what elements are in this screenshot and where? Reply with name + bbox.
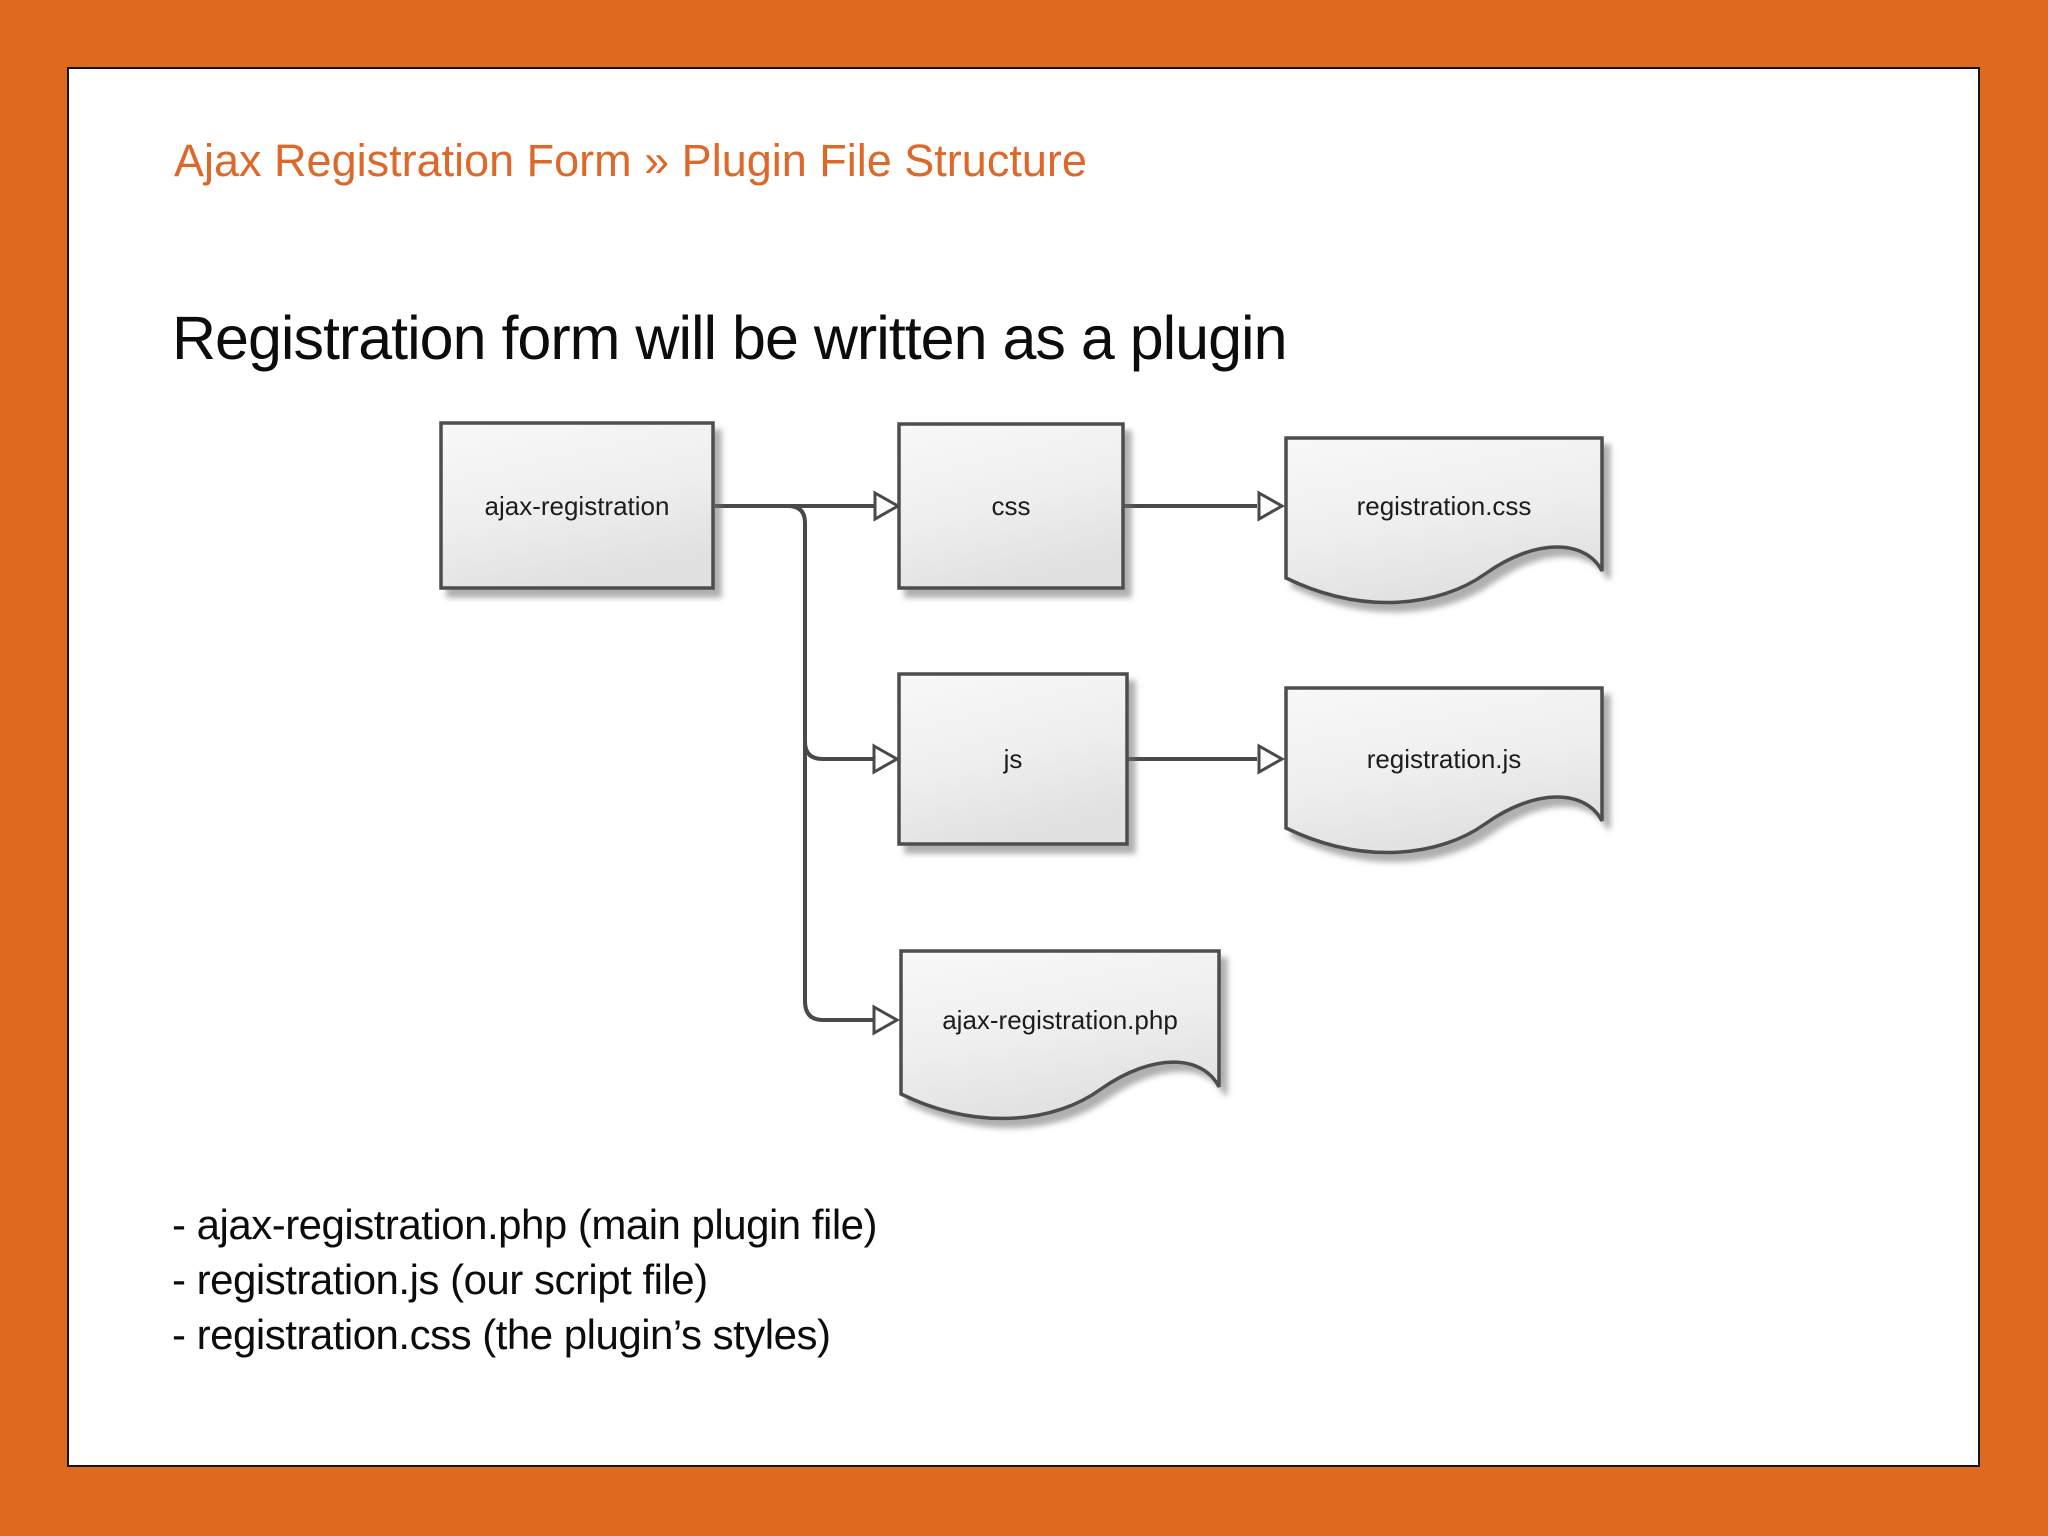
node-registration-css: registration.css <box>1284 436 1604 605</box>
node-label: js <box>1003 744 1023 774</box>
node-label: ajax-registration <box>485 491 670 521</box>
node-css: css <box>897 422 1125 590</box>
node-label: ajax-registration.php <box>942 1005 1178 1035</box>
node-registration-js: registration.js <box>1284 686 1604 855</box>
node-label: registration.js <box>1367 744 1522 774</box>
node-label: registration.css <box>1357 491 1532 521</box>
diagram-edges <box>715 490 1286 1036</box>
arrow-right-icon <box>872 743 901 775</box>
node-js: js <box>897 672 1129 846</box>
node-label: css <box>992 491 1031 521</box>
edge-branch-to-js <box>803 741 874 761</box>
plugin-file-structure-diagram: ajax-registration css registration.css j… <box>439 421 1604 1121</box>
arrow-right-icon <box>1257 490 1286 522</box>
notes-list: - ajax-registration.php (main plugin fil… <box>172 1197 878 1362</box>
note-line: - registration.css (the plugin’s styles) <box>172 1311 831 1358</box>
arrow-right-icon <box>873 490 902 522</box>
breadcrumb: Ajax Registration Form » Plugin File Str… <box>174 135 1087 186</box>
slide: Ajax Registration Form » Plugin File Str… <box>67 67 1980 1467</box>
node-ajax-registration: ajax-registration <box>439 421 715 590</box>
note-line: - registration.js (our script file) <box>172 1256 708 1303</box>
page-title: Registration form will be written as a p… <box>172 304 1288 372</box>
node-ajax-registration-php: ajax-registration.php <box>899 949 1221 1121</box>
arrow-right-icon <box>1257 743 1286 775</box>
arrow-right-icon <box>872 1004 901 1036</box>
note-line: - ajax-registration.php (main plugin fil… <box>172 1201 878 1248</box>
edge-trunk-vertical <box>787 504 874 1022</box>
